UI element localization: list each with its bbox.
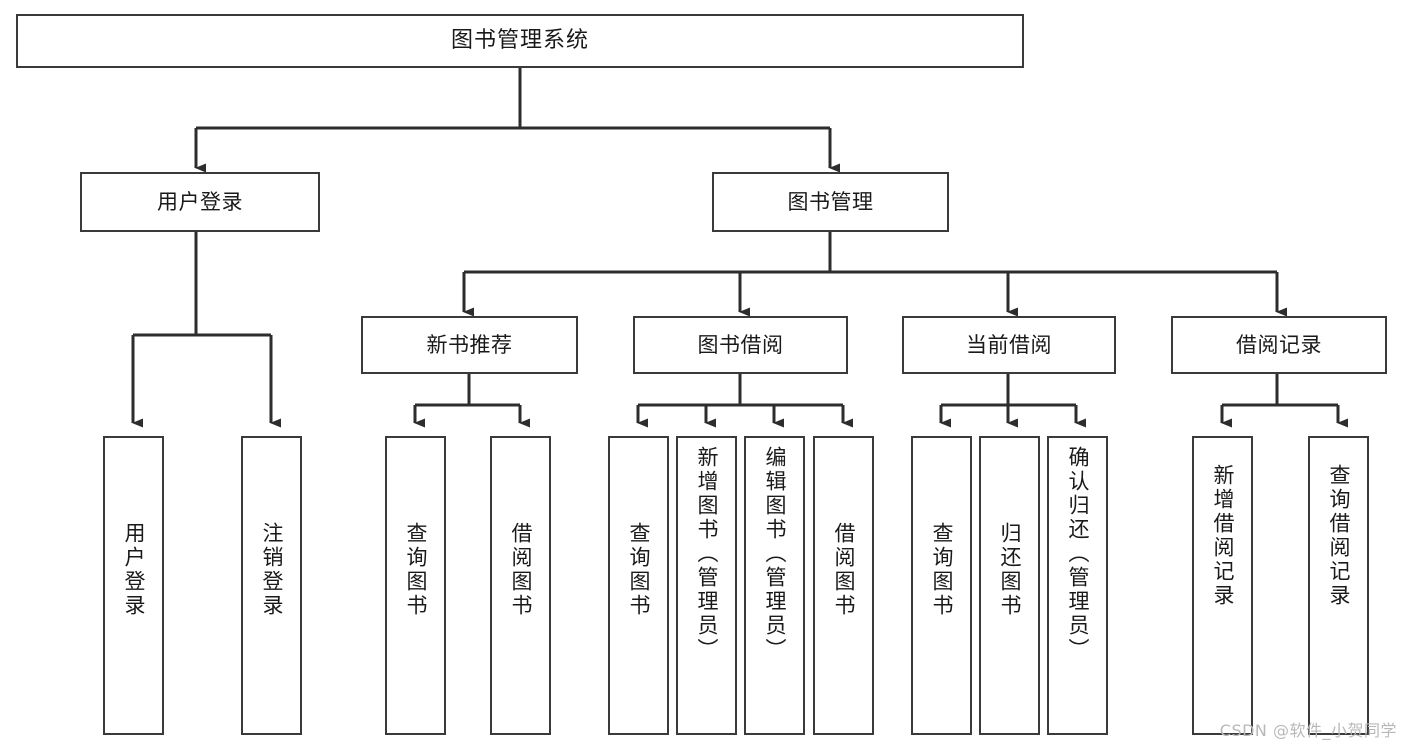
node-borrow-record[interactable]: 借阅记录 [1171,316,1387,374]
node-label: 查询图书 [627,522,651,618]
node-book-manage[interactable]: 图书管理 [712,172,949,232]
node-label: 确认归还（管理员） [1066,446,1090,662]
node-label: 归还图书 [998,522,1022,618]
node-leaf-bookborrow-query[interactable]: 查询图书 [608,436,669,735]
node-label: 借阅图书 [832,522,856,618]
node-label: 图书借阅 [697,332,784,357]
node-leaf-bookborrow-add[interactable]: 新增图书（管理员） [676,436,737,735]
node-label: 新增图书（管理员） [695,446,719,662]
node-label: 借阅记录 [1236,332,1322,357]
node-current-borrow[interactable]: 当前借阅 [902,316,1116,374]
node-label: 借阅图书 [509,522,533,618]
node-label: 注销登录 [260,522,284,618]
node-leaf-bookborrow-borrow[interactable]: 借阅图书 [813,436,874,735]
node-label: 新书推荐 [426,332,513,357]
node-label: 查询借阅记录 [1327,464,1351,608]
node-leaf-currentborrow-confirm[interactable]: 确认归还（管理员） [1047,436,1108,735]
node-book-borrow[interactable]: 图书借阅 [633,316,848,374]
node-leaf-newbook-borrow[interactable]: 借阅图书 [490,436,551,735]
node-leaf-currentborrow-return[interactable]: 归还图书 [979,436,1040,735]
node-label: 图书管理 [787,189,874,214]
node-leaf-user-login-login[interactable]: 用户登录 [103,436,164,735]
node-label: 查询图书 [930,522,954,618]
node-label: 当前借阅 [966,332,1052,357]
node-leaf-bookborrow-edit[interactable]: 编辑图书（管理员） [744,436,805,735]
node-label: 编辑图书（管理员） [763,446,787,662]
node-leaf-currentborrow-query[interactable]: 查询图书 [911,436,972,735]
node-leaf-newbook-query[interactable]: 查询图书 [385,436,446,735]
node-new-book-recommend[interactable]: 新书推荐 [361,316,578,374]
node-label: 新增借阅记录 [1211,464,1235,608]
node-label: 查询图书 [404,522,428,618]
node-label: 图书管理系统 [450,28,589,54]
node-root-library-system[interactable]: 图书管理系统 [16,14,1024,68]
node-label: 用户登录 [157,189,243,214]
node-leaf-borrowrecord-query[interactable]: 查询借阅记录 [1308,436,1369,735]
node-user-login[interactable]: 用户登录 [80,172,320,232]
node-leaf-user-login-logout[interactable]: 注销登录 [241,436,302,735]
node-leaf-borrowrecord-add[interactable]: 新增借阅记录 [1192,436,1253,735]
node-label: 用户登录 [122,522,146,618]
